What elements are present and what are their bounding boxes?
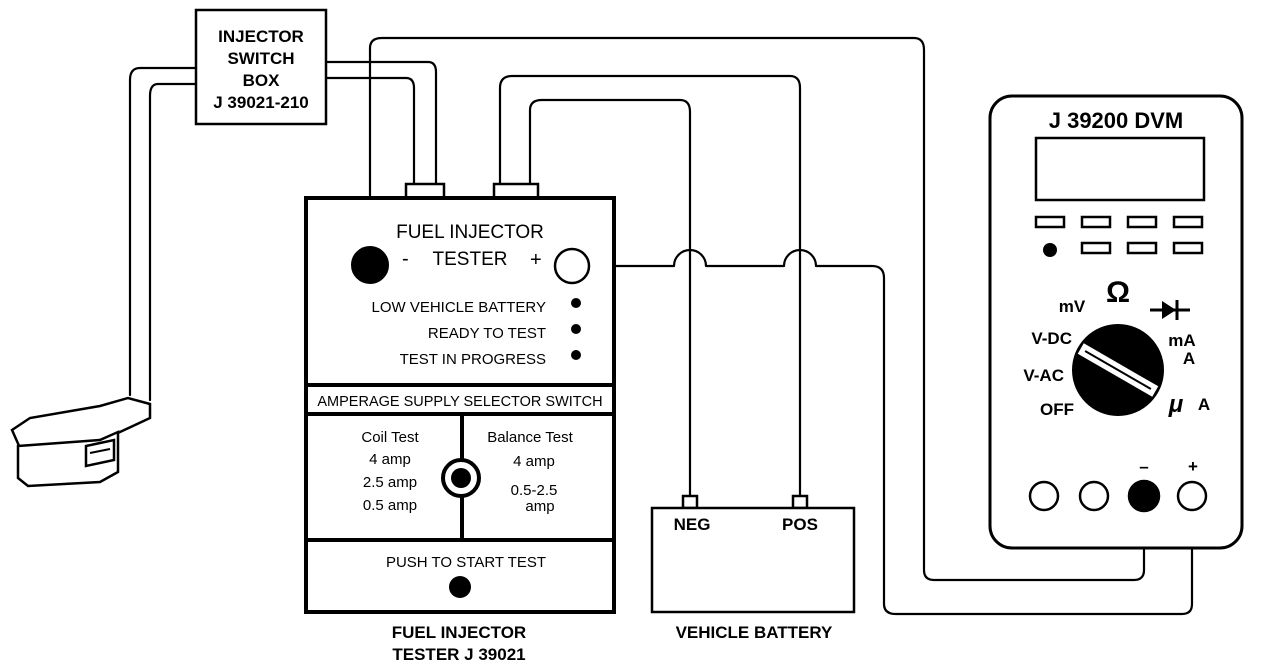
tester-caption-line1: FUEL INJECTOR — [392, 623, 526, 642]
battery-neg-post — [681, 494, 699, 510]
cable-tester-to-battery-pos — [498, 74, 802, 500]
battery-pos-post — [791, 494, 809, 510]
dvm-jack-minus[interactable] — [1127, 479, 1161, 513]
selector-title: AMPERAGE SUPPLY SELECTOR SWITCH — [317, 394, 602, 410]
switch-box-line4: J 39021-210 — [213, 93, 308, 112]
dvm-diode-icon — [1150, 300, 1190, 320]
digital-voltmeter: J 39200 DVM mV Ω V-DC V-AC OFF mA A μ A — [988, 94, 1244, 550]
dvm-display — [1034, 136, 1206, 202]
battery-pos-label: POS — [782, 515, 818, 534]
coil-2-5amp: 2.5 amp — [363, 474, 417, 491]
balance-4amp: 4 amp — [513, 453, 555, 470]
tester-minus-label: - — [402, 248, 409, 270]
amperage-selector-knob[interactable] — [441, 458, 481, 498]
dvm-key[interactable] — [1034, 215, 1066, 229]
switch-box-line2: SWITCH — [227, 49, 294, 68]
coil-4amp: 4 amp — [369, 451, 411, 468]
cable-switchbox-to-tester-outer — [324, 60, 438, 187]
dvm-label-mv: mV — [1059, 297, 1086, 316]
dvm-label-ma: mA — [1168, 331, 1195, 350]
balance-range: 0.5-2.5 — [511, 482, 558, 499]
dvm-jack-2[interactable] — [1078, 480, 1110, 512]
battery-caption: VEHICLE BATTERY — [676, 623, 833, 642]
tester-title-line2: TESTER — [433, 249, 508, 270]
tester-minus-terminal[interactable] — [351, 246, 389, 284]
wire-tester-minus-to-dvm-minus — [368, 36, 1146, 582]
coil-0-5amp: 0.5 amp — [363, 497, 417, 514]
injector-switch-box: INJECTOR SWITCH BOX J 39021-210 — [194, 8, 328, 126]
switch-box-line3: BOX — [243, 71, 281, 90]
dvm-key[interactable] — [1172, 215, 1204, 229]
dvm-label-a: A — [1183, 349, 1195, 368]
indicator-ready-led — [571, 324, 581, 334]
dvm-plus-label: + — [1188, 457, 1198, 476]
dvm-label-microamp: A — [1198, 395, 1210, 414]
cable-tester-to-battery-neg — [528, 98, 692, 500]
indicator-in-progress-label: TEST IN PROGRESS — [400, 351, 546, 368]
push-to-start-label: PUSH TO START TEST — [386, 554, 546, 571]
dvm-label-off: OFF — [1040, 400, 1074, 419]
dvm-label-micro: μ — [1168, 391, 1184, 418]
indicator-in-progress-led — [571, 350, 581, 360]
dvm-minus-label: – — [1139, 457, 1148, 476]
dvm-label-vdc: V-DC — [1031, 329, 1072, 348]
tester-port-switchbox — [404, 182, 446, 200]
wires — [128, 36, 1194, 616]
fuel-injector-tester: FUEL INJECTOR TESTER - + LOW VEHICLE BAT… — [304, 182, 616, 664]
wire-tester-plus-to-dvm-plus — [588, 248, 1194, 616]
tester-plus-terminal[interactable] — [553, 247, 591, 285]
dvm-key[interactable] — [1080, 241, 1112, 255]
cable-switchbox-to-tester-inner — [324, 76, 416, 187]
dvm-key[interactable] — [1126, 241, 1158, 255]
dvm-key[interactable] — [1080, 215, 1112, 229]
switch-box-line1: INJECTOR — [218, 27, 304, 46]
dvm-rotary-dial[interactable] — [1072, 324, 1164, 416]
tester-port-battery — [492, 182, 540, 200]
indicator-low-battery-led — [571, 298, 581, 308]
vehicle-battery: NEG POS VEHICLE BATTERY — [650, 494, 856, 642]
indicator-low-battery-label: LOW VEHICLE BATTERY — [372, 299, 547, 316]
dvm-ohm-icon: Ω — [1106, 276, 1130, 309]
dvm-title: J 39200 DVM — [1049, 108, 1184, 133]
indicator-ready-label: READY TO TEST — [428, 325, 546, 342]
push-to-start-button[interactable] — [449, 576, 471, 598]
dvm-power-dot[interactable] — [1043, 243, 1057, 257]
cable-switchbox-to-connector-inner — [148, 82, 198, 402]
injector-connector — [10, 396, 152, 488]
tester-caption-line2: TESTER J 39021 — [392, 645, 525, 664]
cable-switchbox-to-connector-outer — [128, 66, 198, 397]
dvm-key[interactable] — [1172, 241, 1204, 255]
tester-plus-label: + — [530, 249, 542, 271]
balance-unit: amp — [525, 498, 554, 515]
dvm-jack-1[interactable] — [1028, 480, 1060, 512]
battery-neg-label: NEG — [674, 515, 711, 534]
tester-title-line1: FUEL INJECTOR — [396, 222, 544, 243]
dvm-label-vac: V-AC — [1023, 366, 1064, 385]
balance-test-label: Balance Test — [487, 429, 573, 446]
dvm-jack-plus[interactable] — [1176, 480, 1208, 512]
dvm-key[interactable] — [1126, 215, 1158, 229]
coil-test-label: Coil Test — [361, 429, 419, 446]
